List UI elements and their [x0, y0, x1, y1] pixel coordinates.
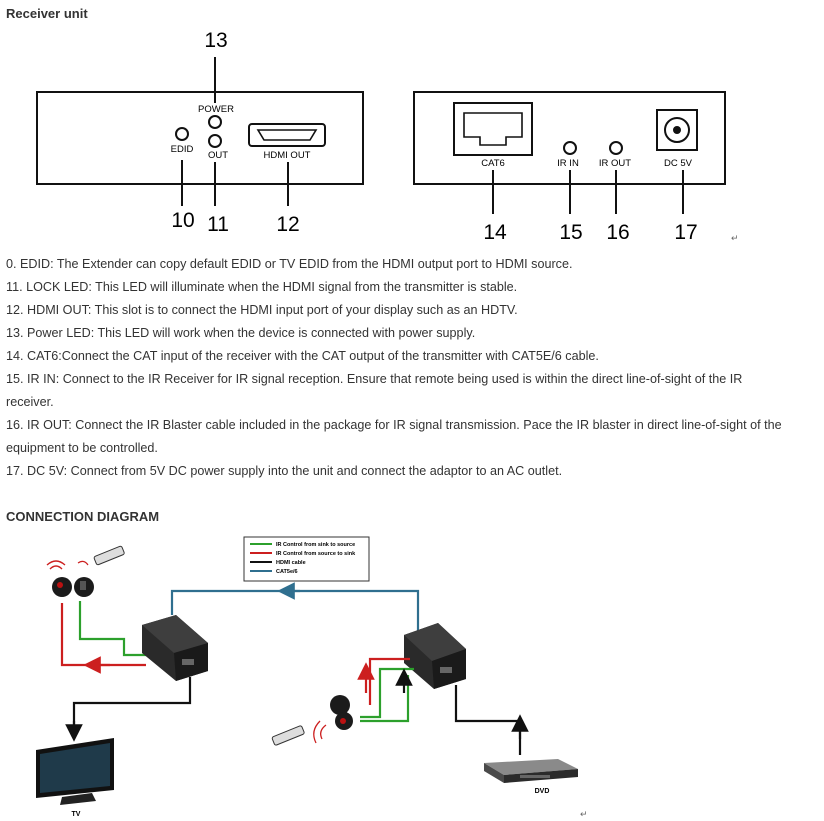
remote-control-icon	[77, 545, 125, 566]
description-line: 16. IR OUT: Connect the IR Blaster cable…	[6, 418, 782, 432]
hdmi-out-label: HDMI OUT	[264, 150, 311, 161]
description-line: 0. EDID: The Extender can copy default E…	[6, 257, 573, 271]
ir-out-label: IR OUT	[599, 158, 631, 169]
transmitter-device-icon	[404, 623, 466, 689]
callout-11: 11	[207, 213, 229, 236]
lock-led-icon	[208, 134, 222, 148]
power-led-icon	[208, 115, 222, 129]
description-line: 15. IR IN: Connect to the IR Receiver fo…	[6, 372, 743, 386]
receiver-device-icon	[142, 615, 208, 681]
return-mark: ↵	[580, 809, 588, 819]
callout-17: 17	[674, 221, 697, 244]
out-label: OUT	[208, 150, 228, 161]
dvd-label: DVD	[535, 788, 550, 795]
description-line: 14. CAT6:Connect the CAT input of the re…	[6, 349, 599, 363]
callout-14: 14	[483, 221, 507, 244]
description-line: 17. DC 5V: Connect from 5V DC power supp…	[6, 464, 563, 478]
callout-10: 10	[171, 209, 194, 232]
dvd-player-icon	[484, 759, 578, 783]
cable-legend: IR Control from sink to source IR Contro…	[243, 536, 370, 582]
return-mark: ↵	[731, 233, 739, 243]
receiver-unit-heading: Receiver unit	[6, 6, 88, 21]
legend-item: CAT5e/6	[276, 569, 298, 575]
tv-icon	[36, 738, 114, 805]
ir-receiver-icon	[46, 560, 94, 597]
cat6-port-icon	[453, 102, 533, 156]
remote-control-icon	[271, 725, 305, 746]
description-line: receiver.	[6, 395, 54, 409]
description-line: equipment to be controlled.	[6, 441, 158, 455]
tv-label: TV	[72, 811, 81, 818]
edid-label: EDID	[171, 144, 194, 155]
description-line: 12. HDMI OUT: This slot is to connect th…	[6, 303, 518, 317]
receiver-panels-diagram: 13 POWER OUT EDID HDMI OUT 10 11 12 CAT6…	[36, 29, 739, 244]
callout-12: 12	[276, 213, 299, 236]
ir-blaster-icon	[313, 695, 353, 744]
legend-item: IR Control from sink to source	[276, 542, 355, 548]
legend-item: IR Control from source to sink	[276, 551, 356, 557]
connection-diagram-heading: CONNECTION DIAGRAM	[6, 509, 160, 524]
ir-in-jack-icon	[563, 141, 577, 155]
callout-13: 13	[204, 29, 227, 52]
callout-16: 16	[606, 221, 629, 244]
description-line: 13. Power LED: This LED will work when t…	[6, 326, 476, 340]
legend-item: HDMI cable	[276, 560, 306, 566]
receiver-front-panel: 13 POWER OUT EDID HDMI OUT 10 11 12	[36, 29, 364, 236]
ir-out-jack-icon	[609, 141, 623, 155]
description-line: 11. LOCK LED: This LED will illuminate w…	[6, 280, 518, 294]
ir-in-label: IR IN	[557, 158, 579, 169]
callout-15: 15	[559, 221, 582, 244]
receiver-rear-panel: CAT6 IR IN IR OUT DC 5V 14 15 16 17 ↵	[413, 91, 739, 244]
cat6-label: CAT6	[481, 158, 505, 169]
connection-diagram: IR Control from sink to source IR Contro…	[36, 536, 588, 819]
power-label: POWER	[198, 104, 234, 115]
edid-button-icon	[175, 127, 189, 141]
dc-5v-label: DC 5V	[664, 158, 693, 169]
